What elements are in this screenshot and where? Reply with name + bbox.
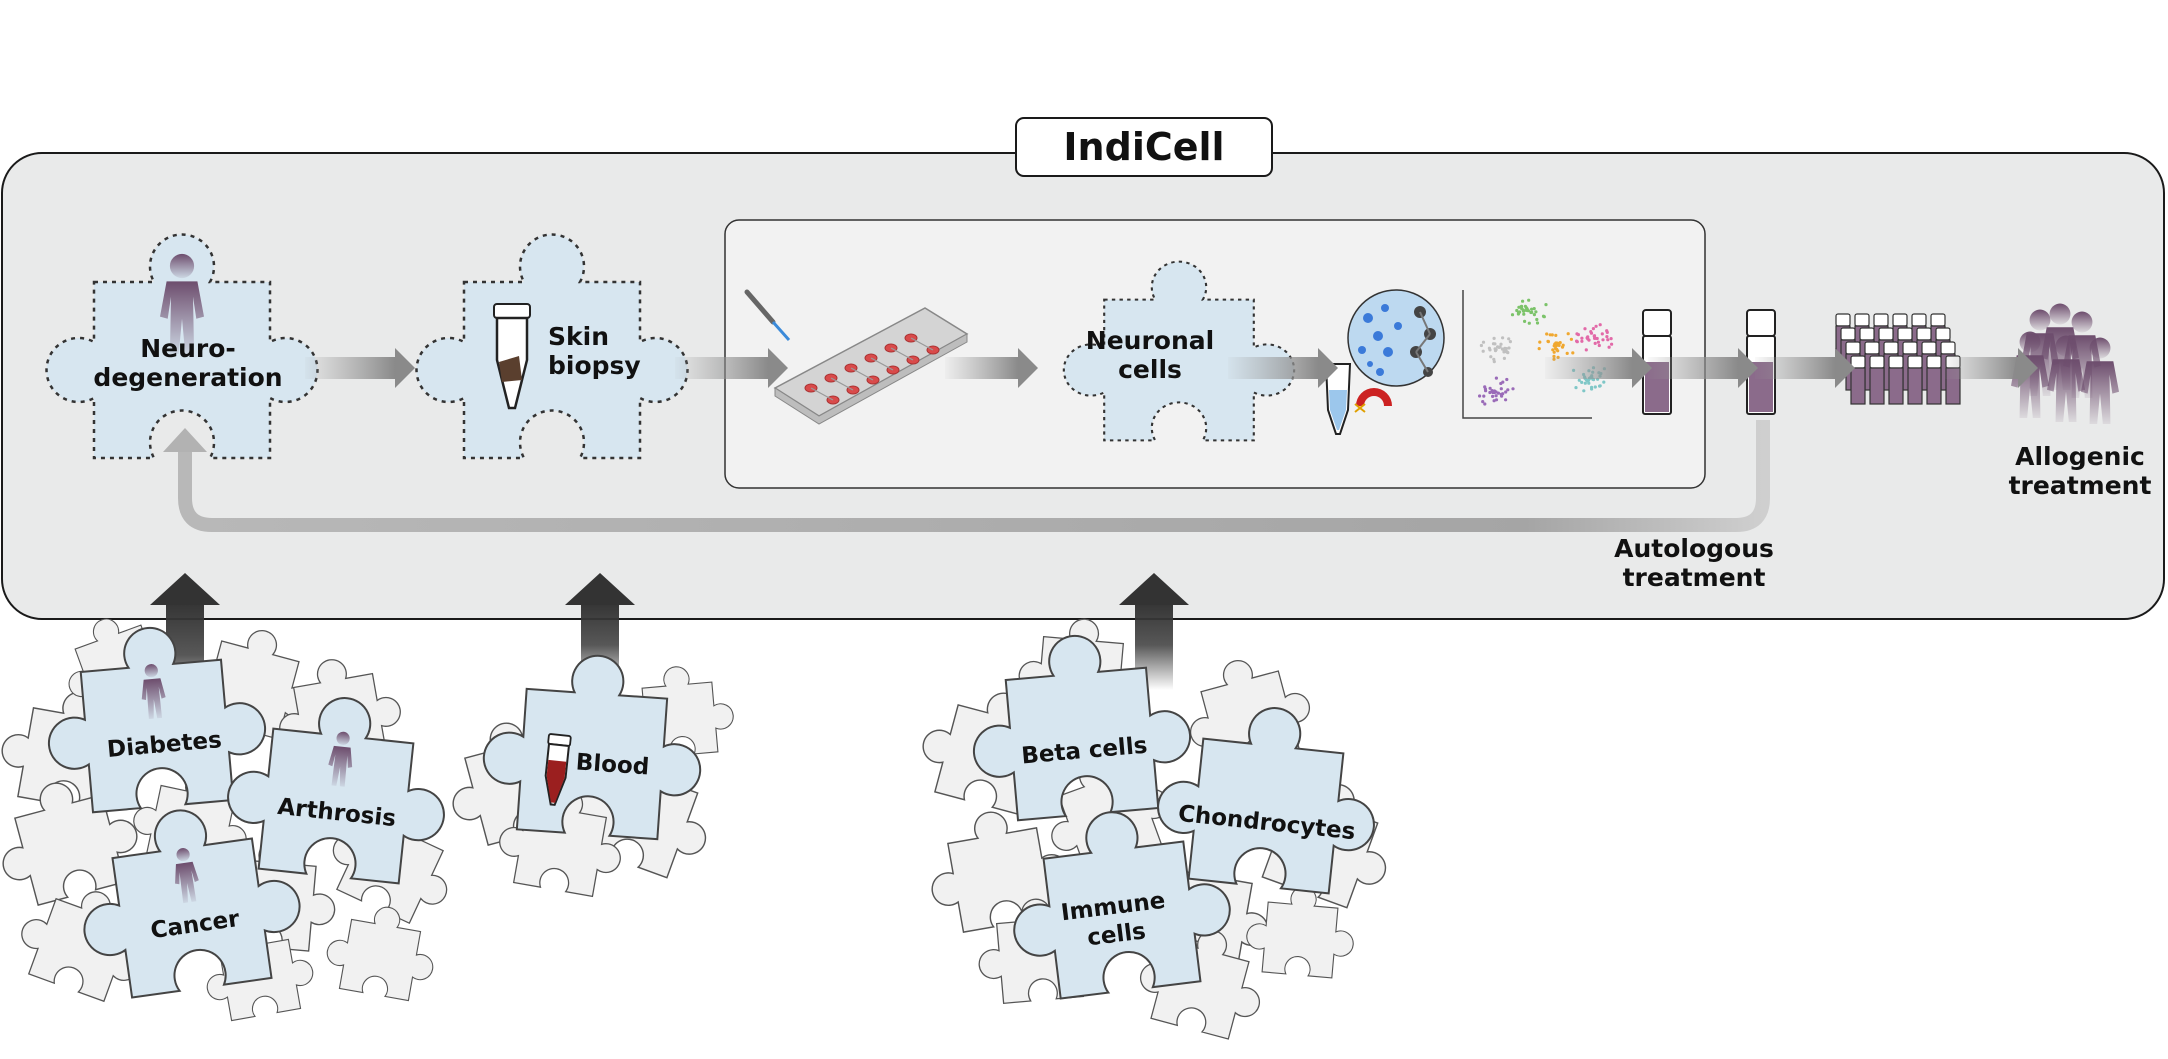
skin-label-1: Skin — [548, 322, 609, 351]
vial-array-icon — [1835, 313, 1961, 405]
flow-arrow-4 — [1228, 348, 1338, 388]
neuronal-label-1: Neuronal — [1086, 326, 1214, 355]
title-tab — [1015, 117, 1273, 177]
allogenic-label-2: treatment — [2009, 471, 2152, 500]
flow-arrow-6 — [1648, 348, 1758, 388]
page-title: IndiCell — [1063, 125, 1224, 169]
blood-tube-icon — [544, 733, 572, 806]
neuro-label-1: Neuro- — [140, 334, 236, 363]
flow-arrow-5 — [1545, 348, 1652, 388]
culture-plate-icon — [744, 289, 969, 425]
neuronal-label-2: cells — [1118, 355, 1182, 384]
grey-piece-10 — [320, 897, 443, 1005]
flow-arrows — [305, 348, 2038, 388]
autologous-return-arrow — [178, 420, 1770, 532]
return-arrow-head — [163, 428, 207, 452]
flow-arrow-1 — [305, 348, 415, 388]
neuro-label-2: degeneration — [93, 363, 282, 392]
autologous-label-2: treatment — [1623, 563, 1766, 592]
flow-arrow-2 — [675, 348, 788, 388]
tube-icon — [493, 303, 531, 410]
allogenic-label-1: Allogenic — [2015, 442, 2145, 471]
flow-arrow-8 — [1945, 348, 2038, 388]
magnetic-sorting-icon — [1324, 289, 1445, 435]
source-label-blood: Blood — [575, 749, 650, 780]
flow-arrow-3 — [945, 348, 1038, 388]
skin-label-2: biopsy — [548, 351, 641, 380]
flow-arrow-7 — [1755, 348, 1855, 388]
autologous-label-1: Autologous — [1614, 534, 1774, 563]
